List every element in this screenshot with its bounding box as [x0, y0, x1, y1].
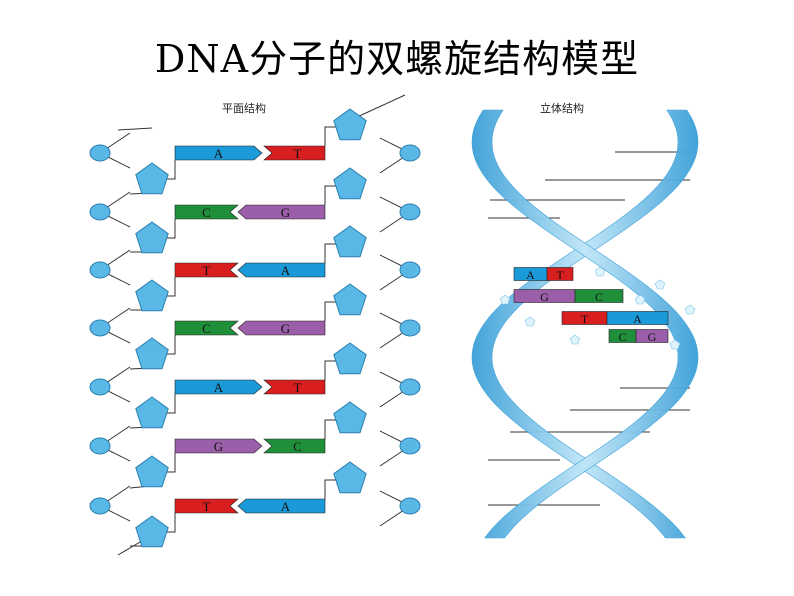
base-label: T [203, 263, 211, 278]
base-G [237, 320, 326, 336]
phosphate-circle [89, 319, 111, 337]
helix-base-label: C [595, 290, 603, 304]
deoxyribose-pentagon [333, 461, 367, 494]
base-A [174, 379, 263, 395]
backbone-line [354, 94, 406, 119]
base-label: A [281, 499, 291, 514]
page-title: DNA分子的双螺旋结构模型 [154, 37, 640, 81]
deoxyribose-pentagon [333, 401, 367, 434]
helix-base-label: G [540, 290, 549, 304]
planar-structure: A T C G T A C G A T G C T A [89, 94, 421, 556]
base-label: A [214, 146, 224, 161]
helix-base-label: A [526, 268, 535, 282]
deoxyribose-pentagon [135, 221, 169, 254]
helix-base-label: G [648, 330, 657, 344]
deoxyribose-pentagon [333, 283, 367, 316]
helix-base-A [606, 311, 669, 325]
helix-atom-dot [569, 334, 581, 345]
phosphate-circle [89, 261, 111, 279]
base-label: C [202, 321, 211, 336]
helix-base-C [574, 289, 624, 303]
base-label: G [281, 321, 290, 336]
base-label: G [214, 439, 223, 454]
deoxyribose-pentagon [135, 162, 169, 195]
backbone-line [117, 127, 153, 131]
deoxyribose-pentagon [135, 515, 169, 548]
deoxyribose-pentagon [333, 225, 367, 258]
phosphate-circle [89, 378, 111, 396]
base-T [174, 498, 239, 514]
phosphate-circle [399, 437, 421, 455]
helix-strand-ribbon [471, 109, 699, 539]
helix-atom-dot [684, 304, 696, 315]
phosphate-circle [399, 497, 421, 515]
base-T [263, 145, 326, 161]
helix-base-T [546, 267, 574, 281]
base-A [174, 145, 263, 161]
phosphate-circle [89, 144, 111, 162]
helix-atom-dot [669, 339, 681, 350]
deoxyribose-pentagon [135, 396, 169, 429]
deoxyribose-pentagon [135, 279, 169, 312]
base-A [237, 262, 326, 278]
helix-atom-dot [499, 294, 511, 305]
phosphate-circle [399, 319, 421, 337]
base-label: T [203, 499, 211, 514]
helix-atom-dot [654, 279, 666, 290]
helix-atom-dot [634, 294, 646, 305]
base-label: C [202, 205, 211, 220]
deoxyribose-pentagon [333, 342, 367, 375]
base-A [237, 498, 326, 514]
helix-base-label: A [633, 312, 642, 326]
phosphate-circle [399, 144, 421, 162]
deoxyribose-pentagon [333, 167, 367, 200]
base-label: T [294, 380, 302, 395]
phosphate-circle [399, 261, 421, 279]
phosphate-circle [89, 203, 111, 221]
base-label: T [294, 146, 302, 161]
phosphate-circle [399, 378, 421, 396]
base-C [263, 438, 326, 454]
base-C [174, 320, 239, 336]
deoxyribose-pentagon [135, 337, 169, 370]
base-C [174, 204, 239, 220]
base-T [263, 379, 326, 395]
helix-base-G [635, 329, 669, 343]
helix-atom-dot [524, 316, 536, 327]
phosphate-circle [89, 497, 111, 515]
deoxyribose-pentagon [333, 108, 367, 141]
phosphate-circle [89, 437, 111, 455]
helix-base-label: T [581, 312, 589, 326]
helix-atom-dot [594, 266, 606, 277]
planar-structure-label: 平面结构 [222, 102, 266, 115]
base-label: G [281, 205, 290, 220]
base-T [174, 262, 239, 278]
phosphate-circle [399, 203, 421, 221]
base-label: A [214, 380, 224, 395]
base-G [174, 438, 263, 454]
helix-base-label: T [556, 268, 564, 282]
deoxyribose-pentagon [135, 455, 169, 488]
helix-structure-label: 立体结构 [540, 102, 584, 115]
base-label: C [293, 439, 302, 454]
base-label: A [281, 263, 291, 278]
base-G [237, 204, 326, 220]
helix-base-label: C [618, 330, 626, 344]
